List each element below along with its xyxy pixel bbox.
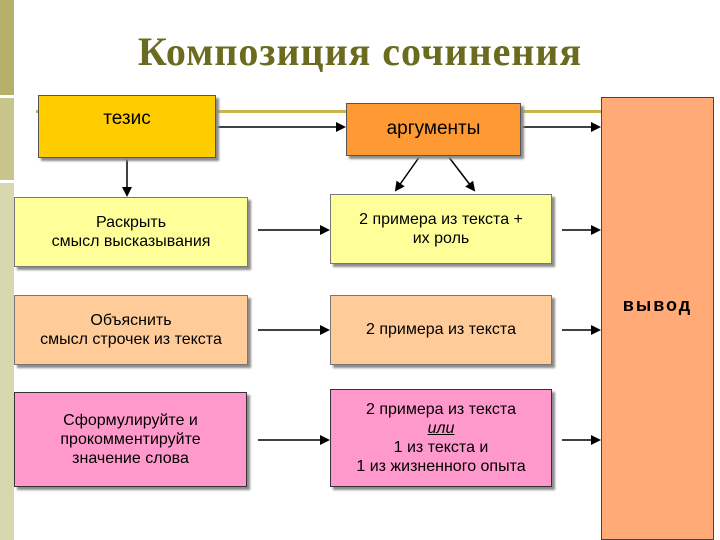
arguments-box: аргументы [346,103,521,156]
arrow-arguments-left-diag [394,155,421,192]
row1-task-line1: Раскрыть [95,213,167,231]
row1-examples-box: 2 примера из текста + их роль [330,194,552,264]
row1-examples-line1: 2 примера из текста + [359,210,523,228]
thesis-box: тезис [38,95,216,158]
row3-examples-line3: 1 из текста и [393,439,489,456]
arguments-label: аргументы [386,118,481,140]
thesis-label: тезис [103,108,151,129]
row2-examples-box: 2 примера из текста [330,295,552,365]
row3-task-line1: Сформулируйте и [63,411,198,429]
arrow-arguments-right-diag [447,155,476,192]
row2-examples-line1: 2 примера из текста [366,321,516,339]
row2-task-line2: смысл строчек из текста [40,331,222,348]
conclusion-box: вывод [601,97,714,540]
row3-task-line3: значение слова [72,450,189,468]
page-title: Композиция сочинения [137,29,583,74]
left-decor-stripe [0,0,14,540]
row3-task-line2: прокомментируйте [60,430,201,448]
row3-task-box: Сформулируйте и прокомментируйте значени… [14,392,247,487]
row1-task-line2: смысл высказывания [51,233,211,250]
row1-task-box: Раскрыть смысл высказывания [14,197,248,267]
row2-task-box: Объяснить смысл строчек из текста [14,295,248,365]
row3-examples-line1: 2 примера из текста [366,400,516,418]
row3-examples-box: 2 примера из текста или 1 из текста и 1 … [330,389,552,487]
row3-examples-line4: 1 из жизненного опыта [356,458,526,476]
row2-task-line1: Объяснить [90,311,172,329]
row3-examples-or: или [427,419,455,437]
row1-examples-line2: их роль [412,230,470,247]
conclusion-label: вывод [622,294,693,315]
